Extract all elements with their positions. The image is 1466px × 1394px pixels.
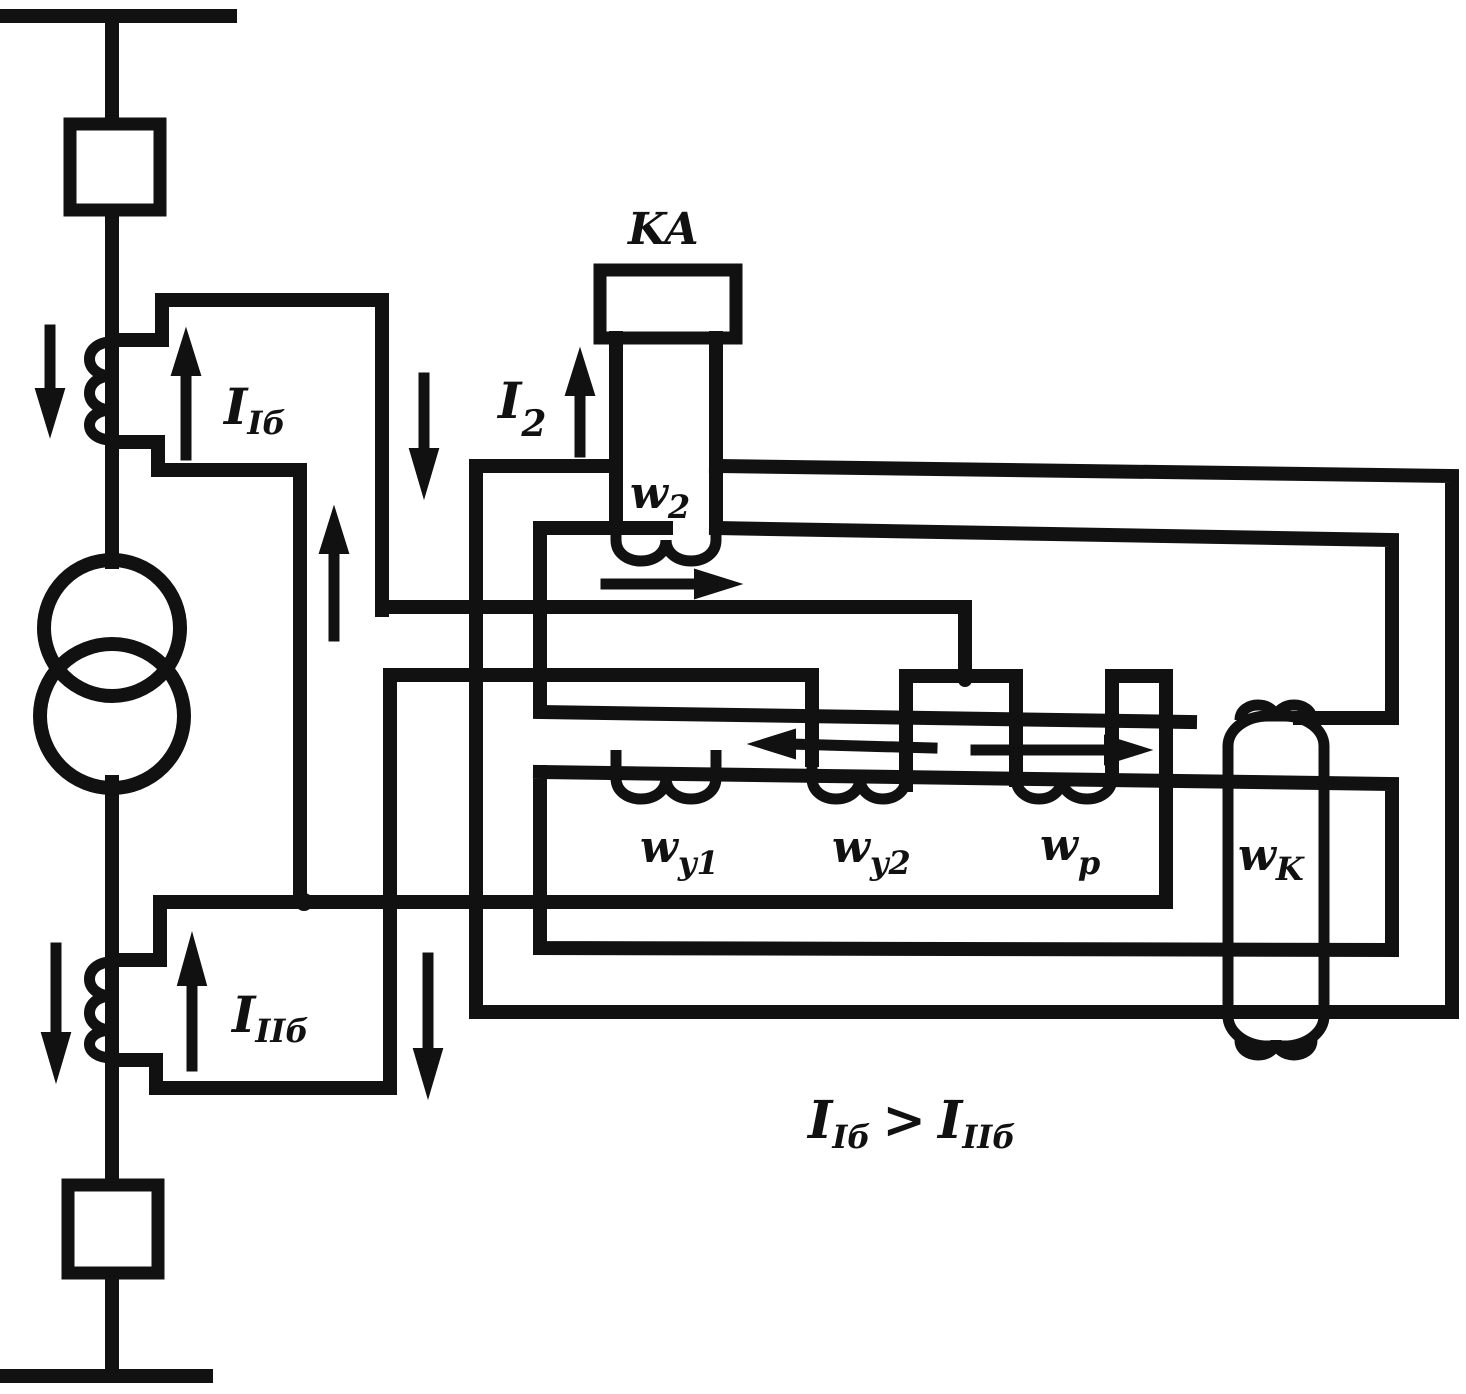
winding-coils bbox=[610, 699, 1330, 1061]
transformer-windings-loops bbox=[469, 458, 1459, 1019]
wk-coil-bottom bbox=[1234, 1038, 1318, 1061]
arrow-lv-secondary-up bbox=[176, 931, 208, 1072]
w2-loop-right bbox=[708, 520, 1399, 725]
junction-hv bbox=[295, 893, 313, 911]
arrow-hv-secondary-up bbox=[170, 326, 202, 461]
relay-ka-box bbox=[593, 263, 743, 345]
arrow-wire-down-2 bbox=[412, 952, 444, 1101]
ct-lv-coil bbox=[84, 956, 113, 1064]
wy1-coil bbox=[610, 750, 722, 805]
wy2-label: wy2 bbox=[832, 822, 911, 882]
condition-label: IIб>IIIб bbox=[806, 1090, 1015, 1156]
i-hv-label: IIб bbox=[222, 377, 285, 442]
arrow-i2-up bbox=[564, 346, 596, 458]
i2-label: I2 bbox=[496, 371, 546, 445]
diff-return-wire bbox=[463, 669, 1173, 909]
transformer-winding-lv bbox=[33, 637, 191, 795]
transformer-winding-hv bbox=[37, 553, 187, 703]
primary-circuit bbox=[0, 9, 237, 1383]
hv-ct-outer-wire bbox=[105, 293, 972, 679]
lv-ct-outer-wire bbox=[105, 895, 477, 967]
arrow-w2-right bbox=[600, 568, 744, 600]
wy2-coil bbox=[806, 760, 912, 805]
arrow-wp-right bbox=[970, 734, 1154, 766]
wp-label: wp bbox=[1040, 820, 1100, 882]
arrow-hv-primary-down bbox=[34, 324, 66, 439]
w2-loop-outer bbox=[469, 458, 1459, 1019]
w2-loop-inner bbox=[533, 521, 1198, 730]
arrow-lv-primary-down bbox=[40, 942, 72, 1085]
wy1-label: wy1 bbox=[640, 822, 719, 882]
arrow-wire-up-1 bbox=[318, 504, 350, 642]
wk-coil-top bbox=[1234, 699, 1318, 722]
hv-ct-inner-wire bbox=[105, 435, 307, 909]
arrow-wy2-left bbox=[746, 728, 938, 760]
top-breaker bbox=[63, 117, 167, 217]
arrow-wire-down-1 bbox=[408, 372, 440, 501]
relay-ka-label: KA bbox=[626, 204, 699, 255]
ct-hv-coil bbox=[84, 336, 113, 446]
w2-label: w2 bbox=[630, 468, 690, 526]
ct-secondary-wiring bbox=[105, 293, 1173, 1095]
labels: KA IIб IIIб I2 w2 wy1 wy2 wp wK IIб>IIIб bbox=[222, 204, 1305, 1156]
w2-coil bbox=[610, 520, 722, 567]
current-arrows bbox=[34, 324, 1154, 1101]
wp-coil bbox=[1010, 760, 1118, 805]
bottom-breaker bbox=[61, 1178, 165, 1280]
center-box bbox=[899, 669, 1023, 792]
relay-ka bbox=[593, 263, 743, 567]
wk-label: wK bbox=[1238, 830, 1305, 888]
lv-ct-inner-wire bbox=[105, 668, 819, 1095]
i-lv-label: IIIб bbox=[230, 985, 308, 1050]
